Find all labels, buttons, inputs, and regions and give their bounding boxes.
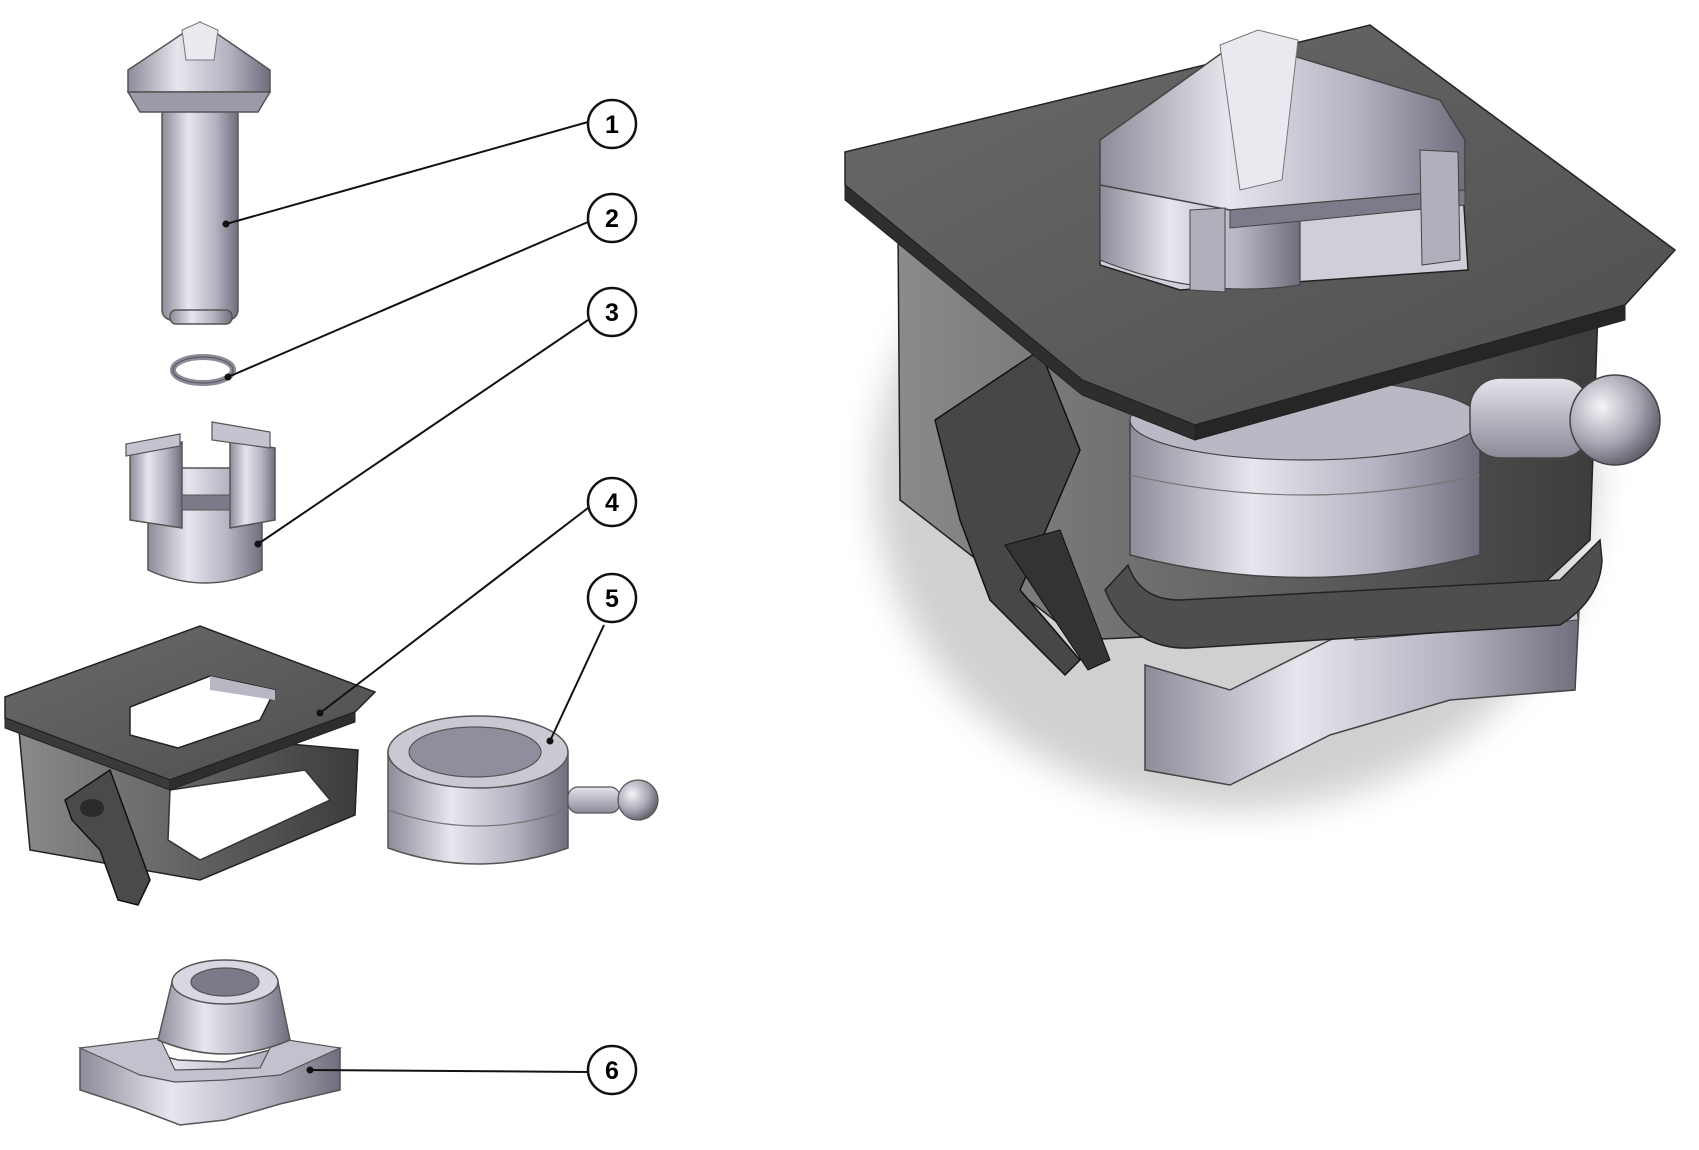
- leader-line-2: [227, 221, 589, 378]
- leader-line-4: [319, 507, 589, 714]
- callout-number-6: 6: [605, 1057, 619, 1085]
- leader-dots: [222, 220, 554, 1074]
- slotted-bushing-part: [125, 421, 276, 584]
- callout-number-2: 2: [605, 205, 619, 233]
- callout-3: 3: [586, 286, 638, 338]
- callout-4: 4: [586, 476, 638, 528]
- star-knob-part: [77, 959, 343, 1126]
- retaining-ring-part: [170, 354, 236, 386]
- leader-line-6: [309, 1069, 589, 1073]
- pin-part: [126, 21, 272, 325]
- leader-line-3: [257, 319, 589, 545]
- leader-line-5: [549, 624, 605, 742]
- callout-number-4: 4: [605, 489, 619, 517]
- callout-6: 6: [586, 1044, 638, 1096]
- callout-5: 5: [586, 572, 638, 624]
- assembled-view: [844, 24, 1677, 810]
- callout-number-3: 3: [605, 299, 619, 327]
- callout-number-5: 5: [605, 585, 619, 613]
- ball-collar-part: [387, 715, 659, 865]
- leader-lines: [225, 121, 605, 1073]
- leader-line-1: [225, 121, 589, 225]
- housing-bracket-part: [4, 625, 377, 906]
- callout-2: 2: [586, 192, 638, 244]
- callout-number-1: 1: [605, 111, 619, 139]
- callout-1: 1: [586, 98, 638, 150]
